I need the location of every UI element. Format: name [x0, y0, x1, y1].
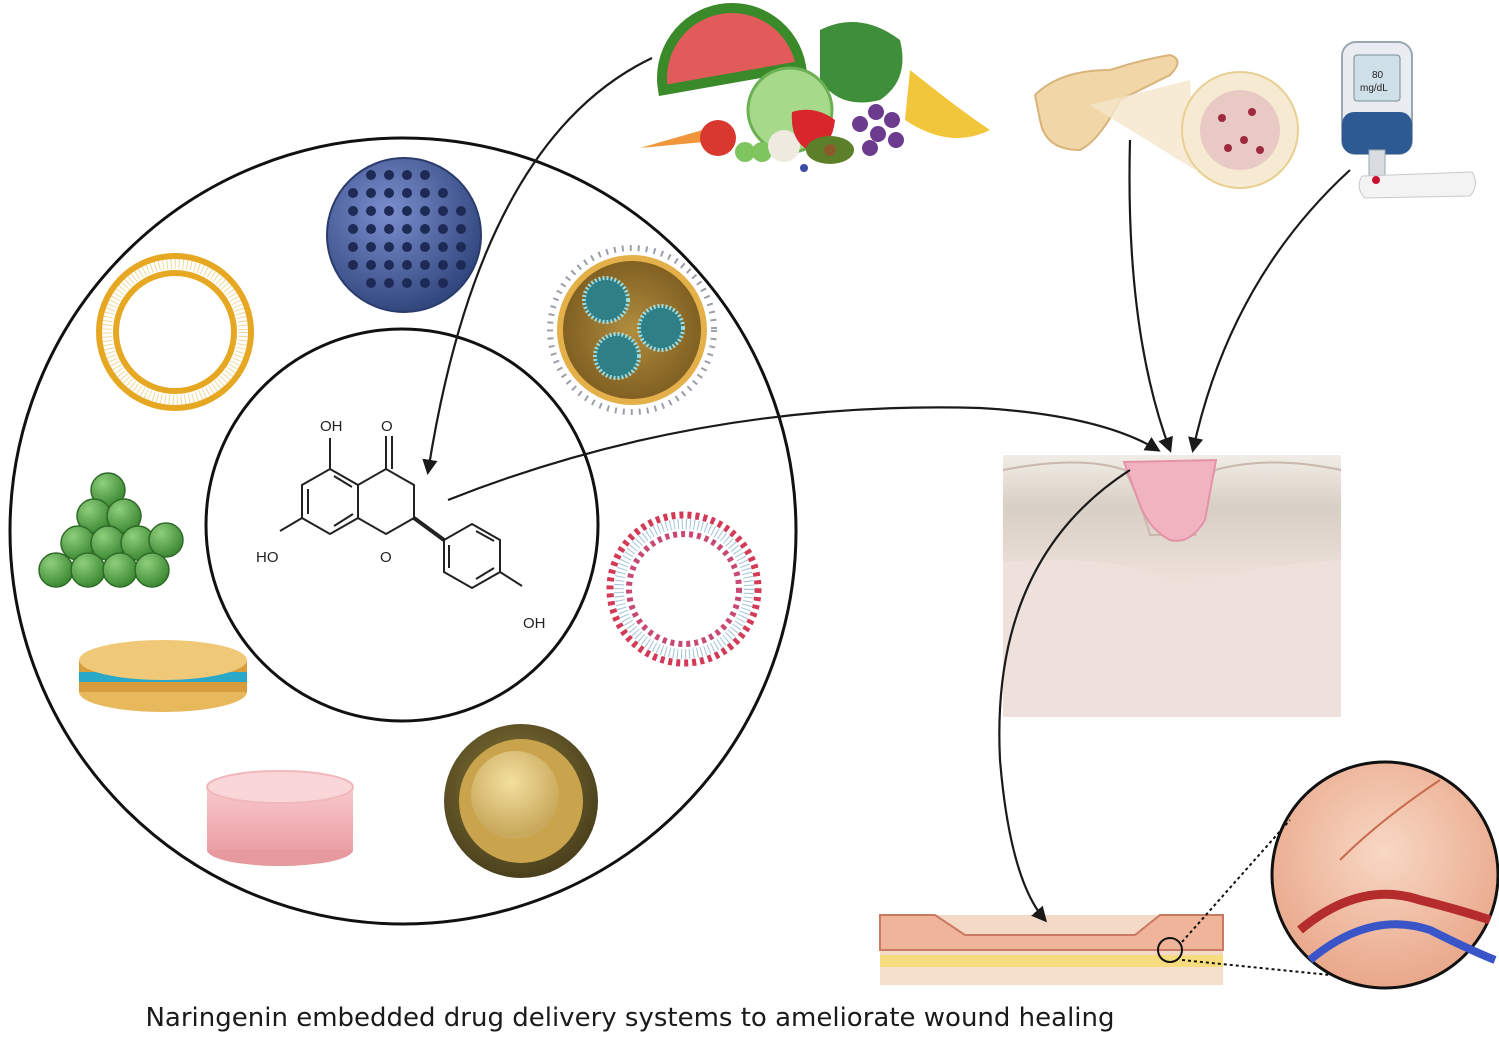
pore-dot: [420, 188, 430, 198]
inner-circle: [204, 327, 600, 723]
core-shell-nanoparticle: [444, 724, 598, 878]
pore-dot: [420, 224, 430, 234]
glucometer-illustration: [1341, 41, 1476, 199]
oh-left-label: HO: [256, 549, 279, 566]
pore-dot: [420, 206, 430, 216]
pore-dot: [366, 260, 376, 270]
skin-zoom-inset: [1181, 760, 1499, 990]
pore-dot: [348, 188, 358, 198]
fruits-vegetables-illustration: [640, 3, 990, 172]
pore-dot: [438, 224, 448, 234]
liposome: [96, 253, 254, 411]
pore-dot: [402, 224, 412, 234]
glucose-reading-value: 80: [1372, 70, 1384, 81]
glucose-reading-unit: mg/dL: [1360, 83, 1388, 94]
solid-lipid-nanoparticles: [38, 472, 184, 588]
hydrogel: [206, 770, 354, 866]
pore-dot: [366, 188, 376, 198]
pore-dot: [420, 242, 430, 252]
figure-caption: Naringenin embedded drug delivery system…: [145, 1003, 1115, 1033]
pore-dot: [402, 278, 412, 288]
pore-dot: [348, 242, 358, 252]
pore-dot: [348, 260, 358, 270]
pore-dot: [402, 170, 412, 180]
pore-dot: [384, 206, 394, 216]
pore-dot: [384, 260, 394, 270]
pore-dot: [402, 260, 412, 270]
pancreas-illustration: [1033, 53, 1299, 189]
oh-top-label: OH: [320, 418, 343, 435]
pore-dot: [366, 278, 376, 288]
pore-dot: [456, 224, 466, 234]
pore-dot: [366, 170, 376, 180]
arrow-pancreas-to-wound: [1128, 139, 1173, 453]
arrow-wound-to-healed: [998, 469, 1131, 923]
naringenin-molecule: [279, 436, 523, 590]
pore-dot: [438, 260, 448, 270]
pore-dot: [384, 170, 394, 180]
oh-right-label: OH: [523, 615, 546, 632]
pore-dot: [366, 206, 376, 216]
pore-dot: [384, 278, 394, 288]
pore-dot: [348, 224, 358, 234]
ethosome-vesicle: [606, 511, 762, 667]
pore-dot: [438, 206, 448, 216]
ring-o-label: O: [380, 549, 392, 566]
nanodisc: [79, 640, 247, 712]
pore-dot: [402, 206, 412, 216]
polymeric-nanocapsule: [547, 245, 717, 415]
pore-dot: [456, 206, 466, 216]
arrow-fruits-to-molecule: [422, 57, 653, 476]
pore-dot: [456, 260, 466, 270]
pore-dot: [402, 188, 412, 198]
arrow-glucometer-to-wound: [1188, 169, 1351, 454]
pore-dot: [348, 206, 358, 216]
connector-arrows: [422, 57, 1351, 923]
pore-dot: [402, 242, 412, 252]
pore-dot: [438, 278, 448, 288]
carbonyl-o-label: O: [381, 418, 393, 435]
pore-dot: [456, 242, 466, 252]
mesoporous-nanoparticle: [326, 157, 482, 313]
pore-dot: [438, 188, 448, 198]
pore-dot: [420, 278, 430, 288]
pore-dot: [438, 242, 448, 252]
pore-dot: [384, 188, 394, 198]
pore-dot: [420, 170, 430, 180]
pore-dot: [366, 242, 376, 252]
pore-dot: [384, 242, 394, 252]
healed-skin-strip: [879, 914, 1224, 985]
arrow-molecule-to-wound: [447, 406, 1161, 502]
pore-dot: [420, 260, 430, 270]
diabetic-wound-cross-section: [1002, 455, 1342, 717]
outer-circle: [8, 136, 798, 926]
pore-dot: [366, 224, 376, 234]
pore-dot: [384, 224, 394, 234]
